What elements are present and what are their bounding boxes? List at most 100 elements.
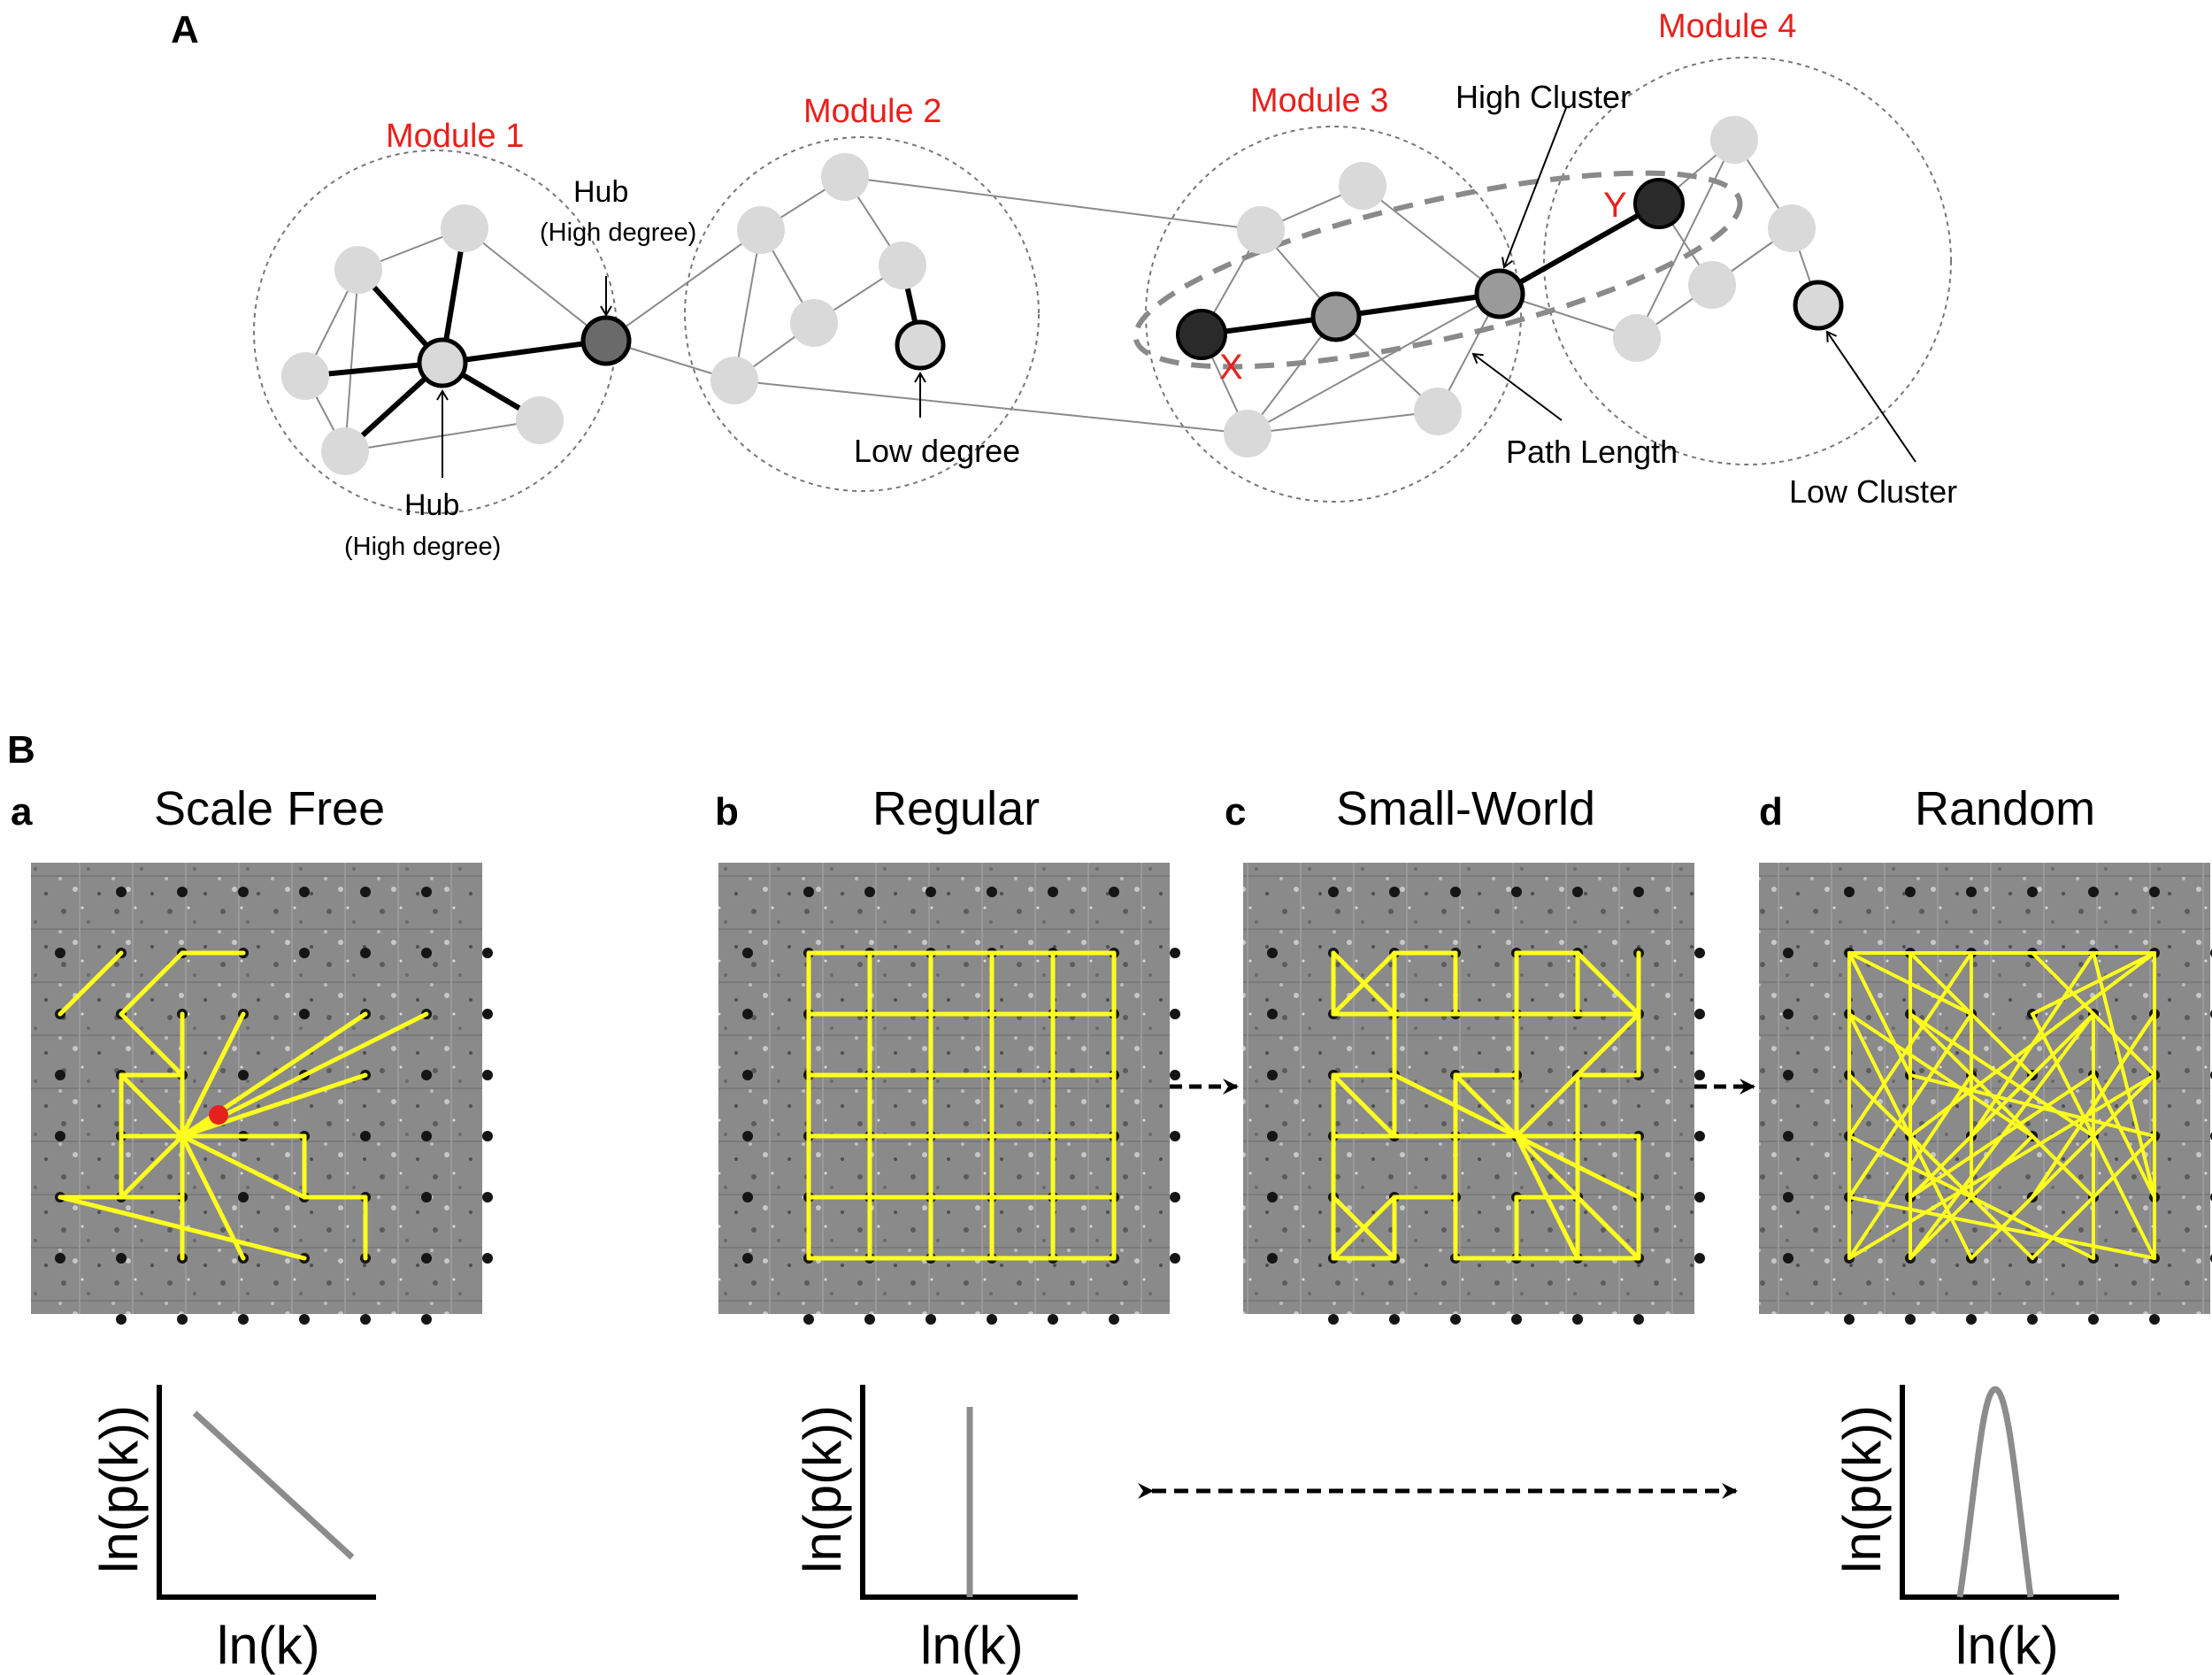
subpanel-a-title: Scale Free [154, 782, 385, 835]
electrode-dot [1267, 948, 1278, 958]
network-edge [1331, 950, 1397, 1017]
hub-bottom-label: Hub [404, 488, 459, 522]
electrode-dot [987, 887, 997, 897]
plot-d-xlabel: ln(k) [1955, 1616, 2059, 1675]
plot-b-ylabel: ln(p(k)) [793, 1405, 852, 1573]
network-edge [1909, 1073, 2156, 1138]
electrode-dot [803, 887, 814, 897]
electrode-dot [1267, 1070, 1278, 1080]
electrode-dot [238, 1314, 249, 1325]
electrode-dot [421, 1131, 432, 1141]
module-1-title: Module 1 [386, 118, 524, 155]
high-cluster-label: High Cluster [1455, 79, 1631, 115]
electrode-dot [742, 1070, 753, 1080]
network-edge [180, 1072, 368, 1139]
electrode-dot [116, 1314, 127, 1325]
electrode-dot [1783, 948, 1793, 958]
small-world-edges [1331, 950, 1641, 1261]
electrode-dot [1783, 1009, 1793, 1019]
electrode-dot [299, 887, 310, 897]
electrode-dot [55, 948, 65, 958]
electrode-dot [1450, 1314, 1461, 1325]
electrode-dot [1783, 1131, 1793, 1141]
network-edge [1392, 1072, 1519, 1139]
path-length-label: Path Length [1506, 434, 1678, 470]
network-edge [119, 1072, 185, 1139]
electrode-dot [421, 887, 432, 897]
electrode-dot [1905, 887, 1916, 897]
random-edges [1847, 951, 2156, 1260]
node-y [1633, 178, 1685, 229]
electrode-dot [360, 887, 371, 897]
network-edge [1331, 1072, 1397, 1139]
electrode-dot [1511, 887, 1522, 897]
network-edge [180, 1133, 307, 1200]
module-1-circle [253, 150, 618, 514]
plot-d-ylabel: ln(p(k)) [1832, 1405, 1892, 1573]
electrode-dot [177, 887, 188, 897]
electrode-dot [864, 887, 875, 897]
low-degree-label: Low degree [854, 433, 1020, 469]
plot-scale-free: ln(k) ln(p(k)) [89, 1385, 376, 1675]
electrode-dot [1048, 887, 1058, 897]
electrode-dot [1572, 887, 1583, 897]
subpanel-c-letter: c [1225, 790, 1246, 834]
network-edge [58, 1195, 307, 1261]
electrode-dot [742, 1009, 753, 1019]
network-edge [1909, 951, 2156, 1138]
subpanel-a-letter: a [11, 790, 33, 834]
electrode-dot [1170, 1070, 1180, 1080]
panel-b: B a Scale Free b Regular c Small-World d… [7, 728, 2212, 1675]
electrode-dot [1267, 1253, 1278, 1264]
high-cluster-node [1474, 268, 1525, 319]
electrode-dot [1109, 1314, 1119, 1325]
electrode-dot [360, 1314, 371, 1325]
scale-free-edges [58, 950, 429, 1261]
network-edge [2031, 951, 2156, 1016]
network-edge [1847, 951, 1912, 1077]
electrode-dot [1170, 1253, 1180, 1264]
electrode-dot [360, 1131, 371, 1141]
electrode-dot [299, 1314, 310, 1325]
subpanel-c-title: Small-World [1336, 782, 1595, 835]
hub-node-dark [580, 315, 632, 366]
electrode-dot [421, 1070, 432, 1080]
network-edge [119, 1133, 185, 1200]
plot-a-xlabel: ln(k) [217, 1616, 320, 1675]
module-2-title: Module 2 [803, 93, 941, 130]
electrode-dot [2088, 1314, 2099, 1325]
network-edge [1514, 1133, 1580, 1261]
low-cluster-node [1793, 280, 1844, 331]
electrode-dot [482, 1009, 493, 1019]
electrode-dot [742, 1253, 753, 1264]
electrode-dot [1328, 887, 1339, 897]
network-edge [180, 1133, 246, 1261]
panel-b-label: B [7, 728, 35, 772]
electrode-dot [1170, 1192, 1180, 1202]
network-edge [2092, 1073, 2156, 1199]
electrode-dot [1170, 1131, 1180, 1141]
node-y-label: Y [1603, 186, 1627, 225]
electrode-dot [482, 1070, 493, 1080]
electrode-dot [2027, 1314, 2038, 1325]
electrode-dot [1694, 1131, 1705, 1141]
network-edge [119, 1011, 185, 1078]
electrode-dot [1783, 1253, 1793, 1264]
electrode-dot [1109, 887, 1119, 897]
network-edge [1514, 1011, 1641, 1139]
electrode-dot [1844, 1314, 1855, 1325]
electrode-dot [1267, 1131, 1278, 1141]
electrode-dot [1694, 1253, 1705, 1264]
electrode-dot [1905, 1314, 1916, 1325]
hub-bottom-sublabel: (High degree) [344, 533, 501, 561]
network-edge [58, 950, 124, 1017]
electrode-dot [2149, 887, 2160, 897]
high-cluster-ellipse [1133, 170, 1743, 370]
network-edge [1453, 1072, 1519, 1139]
electrode-dot [299, 948, 310, 958]
panel-a-label: A [171, 8, 199, 51]
network-edge [1331, 1195, 1397, 1261]
electrode-dot [803, 1314, 814, 1325]
electrode-dot [482, 1192, 493, 1202]
electrode-dot [1511, 1314, 1522, 1325]
